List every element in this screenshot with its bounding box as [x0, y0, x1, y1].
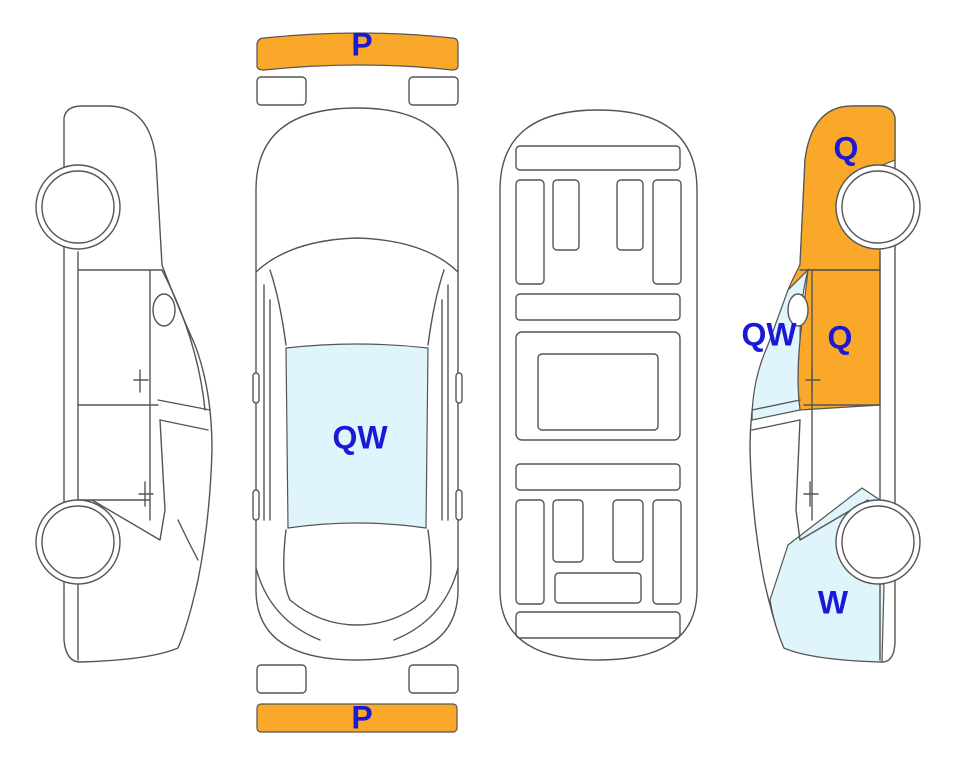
underside-view [499, 109, 698, 661]
right-rear-quarter-label: W [818, 584, 849, 620]
roof-panel [285, 343, 429, 529]
right-front-fender-label: Q [834, 130, 859, 166]
right-mirror [787, 293, 809, 327]
right-rear-door-handle [803, 481, 819, 507]
left-rear-door-handle [138, 481, 154, 507]
top-view: P QW P [252, 26, 463, 735]
roof-label: QW [332, 419, 388, 455]
left-mirror [152, 293, 176, 327]
rear-bumper-panel [256, 703, 458, 733]
right-rear-wheel [835, 499, 921, 585]
right-windshield-pillar-label: QW [741, 316, 797, 352]
left-front-wheel [35, 164, 121, 250]
right-front-door-label: Q [828, 319, 853, 355]
right-front-door-handle [805, 367, 821, 393]
rear-left-wheel-top [256, 664, 307, 694]
front-left-wheel-top [256, 76, 307, 106]
front-right-wheel-top [408, 76, 459, 106]
left-side-view [35, 105, 213, 663]
right-side-view: Q Q QW W [741, 105, 921, 663]
left-rear-wheel [35, 499, 121, 585]
underside-body [499, 109, 698, 661]
rear-bumper-label: P [351, 699, 372, 735]
right-front-wheel [835, 164, 921, 250]
rear-right-wheel-top [408, 664, 459, 694]
front-bumper-label: P [351, 26, 372, 62]
front-bumper-panel [256, 32, 459, 71]
left-front-door-handle [133, 369, 149, 393]
